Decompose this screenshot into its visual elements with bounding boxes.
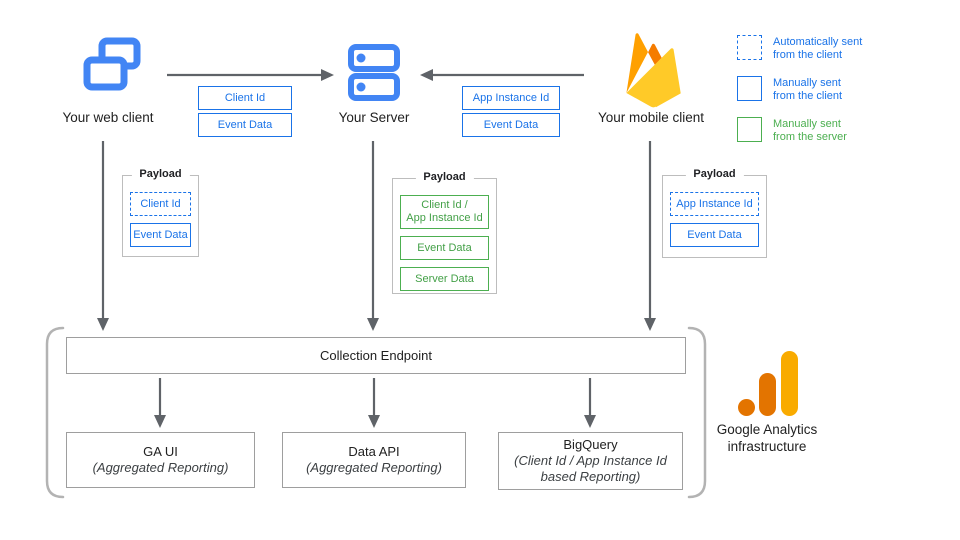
arrow-mobile-to-server [420,69,584,81]
legend-label: Automatically sent from the client [773,36,863,61]
payload-mobile: Payload App Instance Id Event Data [662,168,767,258]
legend-swatch-solid-blue [737,76,762,101]
legend-item-manual-client: Manually sent from the client [737,76,842,102]
payload-item-client-or-app-id: Client Id / App Instance Id [400,195,489,229]
bracket-right [687,326,707,499]
server-icon [348,44,400,101]
payload-web: Payload Client Id Event Data [122,168,199,257]
arrow-endpoint-to-dataapi [368,378,380,428]
output-detail: (Aggregated Reporting) [306,460,442,475]
output-name: Data API [348,444,400,459]
tag-client-id: Client Id [198,86,292,110]
arrow-web-down [97,141,109,331]
arrow-server-down [367,141,379,331]
payload-item-server-data: Server Data [400,267,489,291]
tag-event-data-web: Event Data [198,113,292,137]
payload-item-event-data: Event Data [130,223,191,247]
output-name: BigQuery [563,437,618,452]
output-detail: (Aggregated Reporting) [92,460,229,475]
payload-item-event-data: Event Data [400,236,489,260]
collection-endpoint-label: Collection Endpoint [319,348,433,363]
legend-label: Manually sent from the server [773,118,847,143]
tag-app-instance-id: App Instance Id [462,86,560,110]
arrow-endpoint-to-bigquery [584,378,596,428]
payload-item-app-instance-id: App Instance Id [670,192,759,216]
output-bigquery: BigQuery (Client Id / App Instance Id ba… [498,432,683,490]
arrow-web-to-server [167,69,334,81]
payload-title: Payload [415,171,474,183]
arrow-endpoint-to-gaui [154,378,166,428]
tag-event-data-mobile: Event Data [462,113,560,137]
legend-swatch-solid-green [737,117,762,142]
output-ga-ui: GA UI (Aggregated Reporting) [66,432,255,488]
legend-item-manual-server: Manually sent from the server [737,117,847,143]
mobile-client-label: Your mobile client [597,110,705,125]
payload-title: Payload [131,168,190,180]
payload-server: Payload Client Id / App Instance Id Even… [392,171,497,294]
output-detail: (Client Id / App Instance Id based Repor… [514,453,667,484]
google-analytics-caption: Google Analytics infrastructure [716,422,818,454]
payload-item-client-id: Client Id [130,192,191,216]
output-name: GA UI [143,444,178,459]
arrow-mobile-down [644,141,656,331]
firebase-icon [626,33,681,108]
payload-item-event-data: Event Data [670,223,759,247]
output-data-api: Data API (Aggregated Reporting) [282,432,466,488]
bracket-left [45,326,65,499]
collection-endpoint-box: Collection Endpoint [66,337,686,374]
legend-label: Manually sent from the client [773,77,843,102]
server-label: Your Server [338,110,410,125]
payload-title: Payload [685,168,744,180]
web-client-label: Your web client [62,110,154,125]
legend-item-auto-client: Automatically sent from the client [737,35,862,61]
google-analytics-icon [738,351,798,416]
web-client-icon [83,37,141,91]
legend-swatch-dashed-blue [737,35,762,60]
